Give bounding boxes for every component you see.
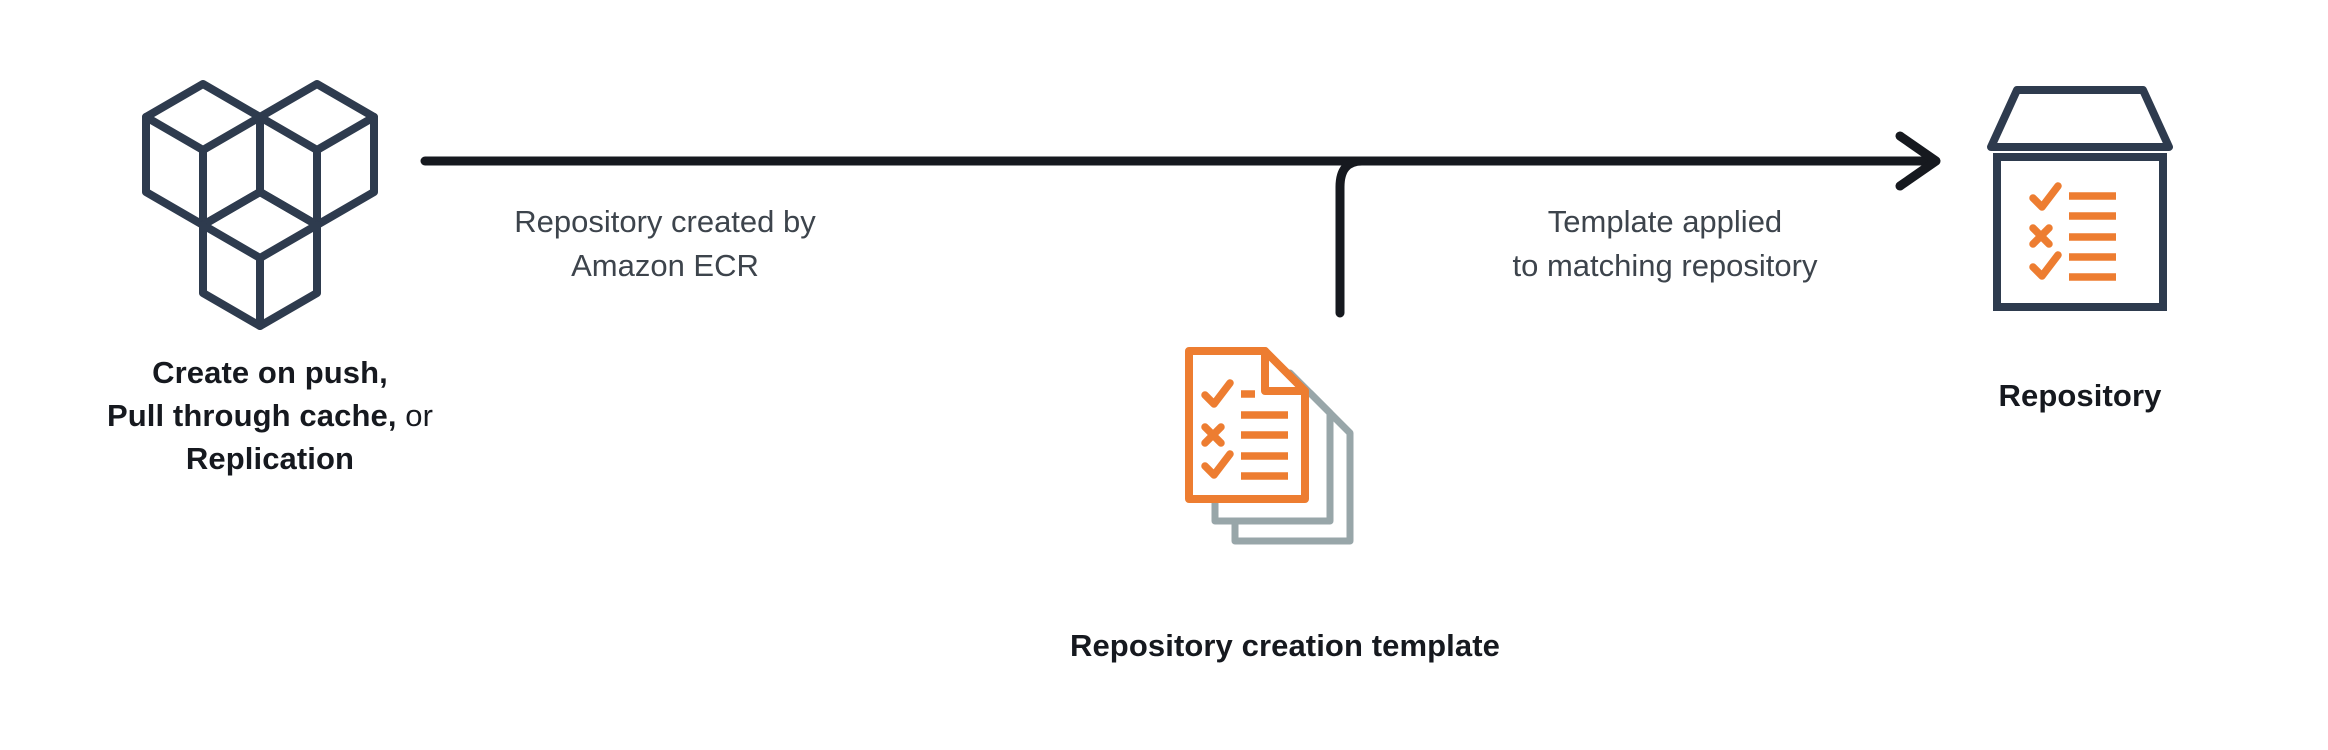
template-caption: Repository creation template — [1069, 628, 1501, 663]
edge-label-created-by-line-1: Repository created by — [514, 204, 816, 239]
repository-box-icon — [1985, 85, 2175, 315]
repository-body — [1993, 153, 2167, 311]
edge-label-created-by: Repository created by Amazon ECR — [380, 200, 950, 288]
x-icon — [1201, 423, 1225, 447]
check-icon-2 — [1201, 450, 1234, 479]
source-caption-line-2-regular: or — [396, 397, 434, 433]
repository-box-svg — [1987, 86, 2173, 311]
stacked-documents-svg — [1185, 347, 1354, 545]
source-caption-line-1: Create on push, — [152, 355, 388, 390]
document-page-front — [1185, 347, 1309, 503]
stacked-checklist-documents-icon — [1175, 345, 1390, 560]
checklist-marks — [1201, 379, 1234, 479]
source-caption-line-2-bold: Pull through cache, — [106, 397, 397, 433]
check-icon-1 — [2029, 182, 2062, 211]
edge-label-template-applied: Template applied to matching repository — [1380, 200, 1950, 288]
edge-label-template-applied-line-1: Template applied — [1547, 204, 1783, 239]
source-caption-line-2: Pull through cache, or — [0, 395, 540, 438]
three-cubes-svg — [142, 80, 378, 330]
arrow-head — [1895, 131, 1941, 191]
flow-arrow — [420, 130, 1965, 330]
check-icon-2 — [2029, 251, 2062, 280]
check-icon-1 — [1201, 379, 1234, 408]
repository-checklist-marks — [2029, 182, 2062, 280]
three-cubes-icon — [140, 55, 380, 330]
source-caption-line-3: Replication — [185, 440, 355, 476]
checklist-lines — [1241, 390, 1288, 480]
edge-label-created-by-line-2: Amazon ECR — [571, 248, 759, 284]
edge-label-template-applied-line-2: to matching repository — [1512, 248, 1818, 284]
arrow-branch — [1335, 156, 1390, 318]
repository-checklist-lines — [2069, 192, 2116, 281]
repository-caption: Repository — [1998, 378, 2162, 413]
repository-lid — [1987, 86, 2173, 151]
x-icon — [2029, 224, 2053, 248]
flow-arrow-svg — [420, 131, 1941, 318]
source-caption: Create on push, Pull through cache, or R… — [0, 352, 540, 480]
